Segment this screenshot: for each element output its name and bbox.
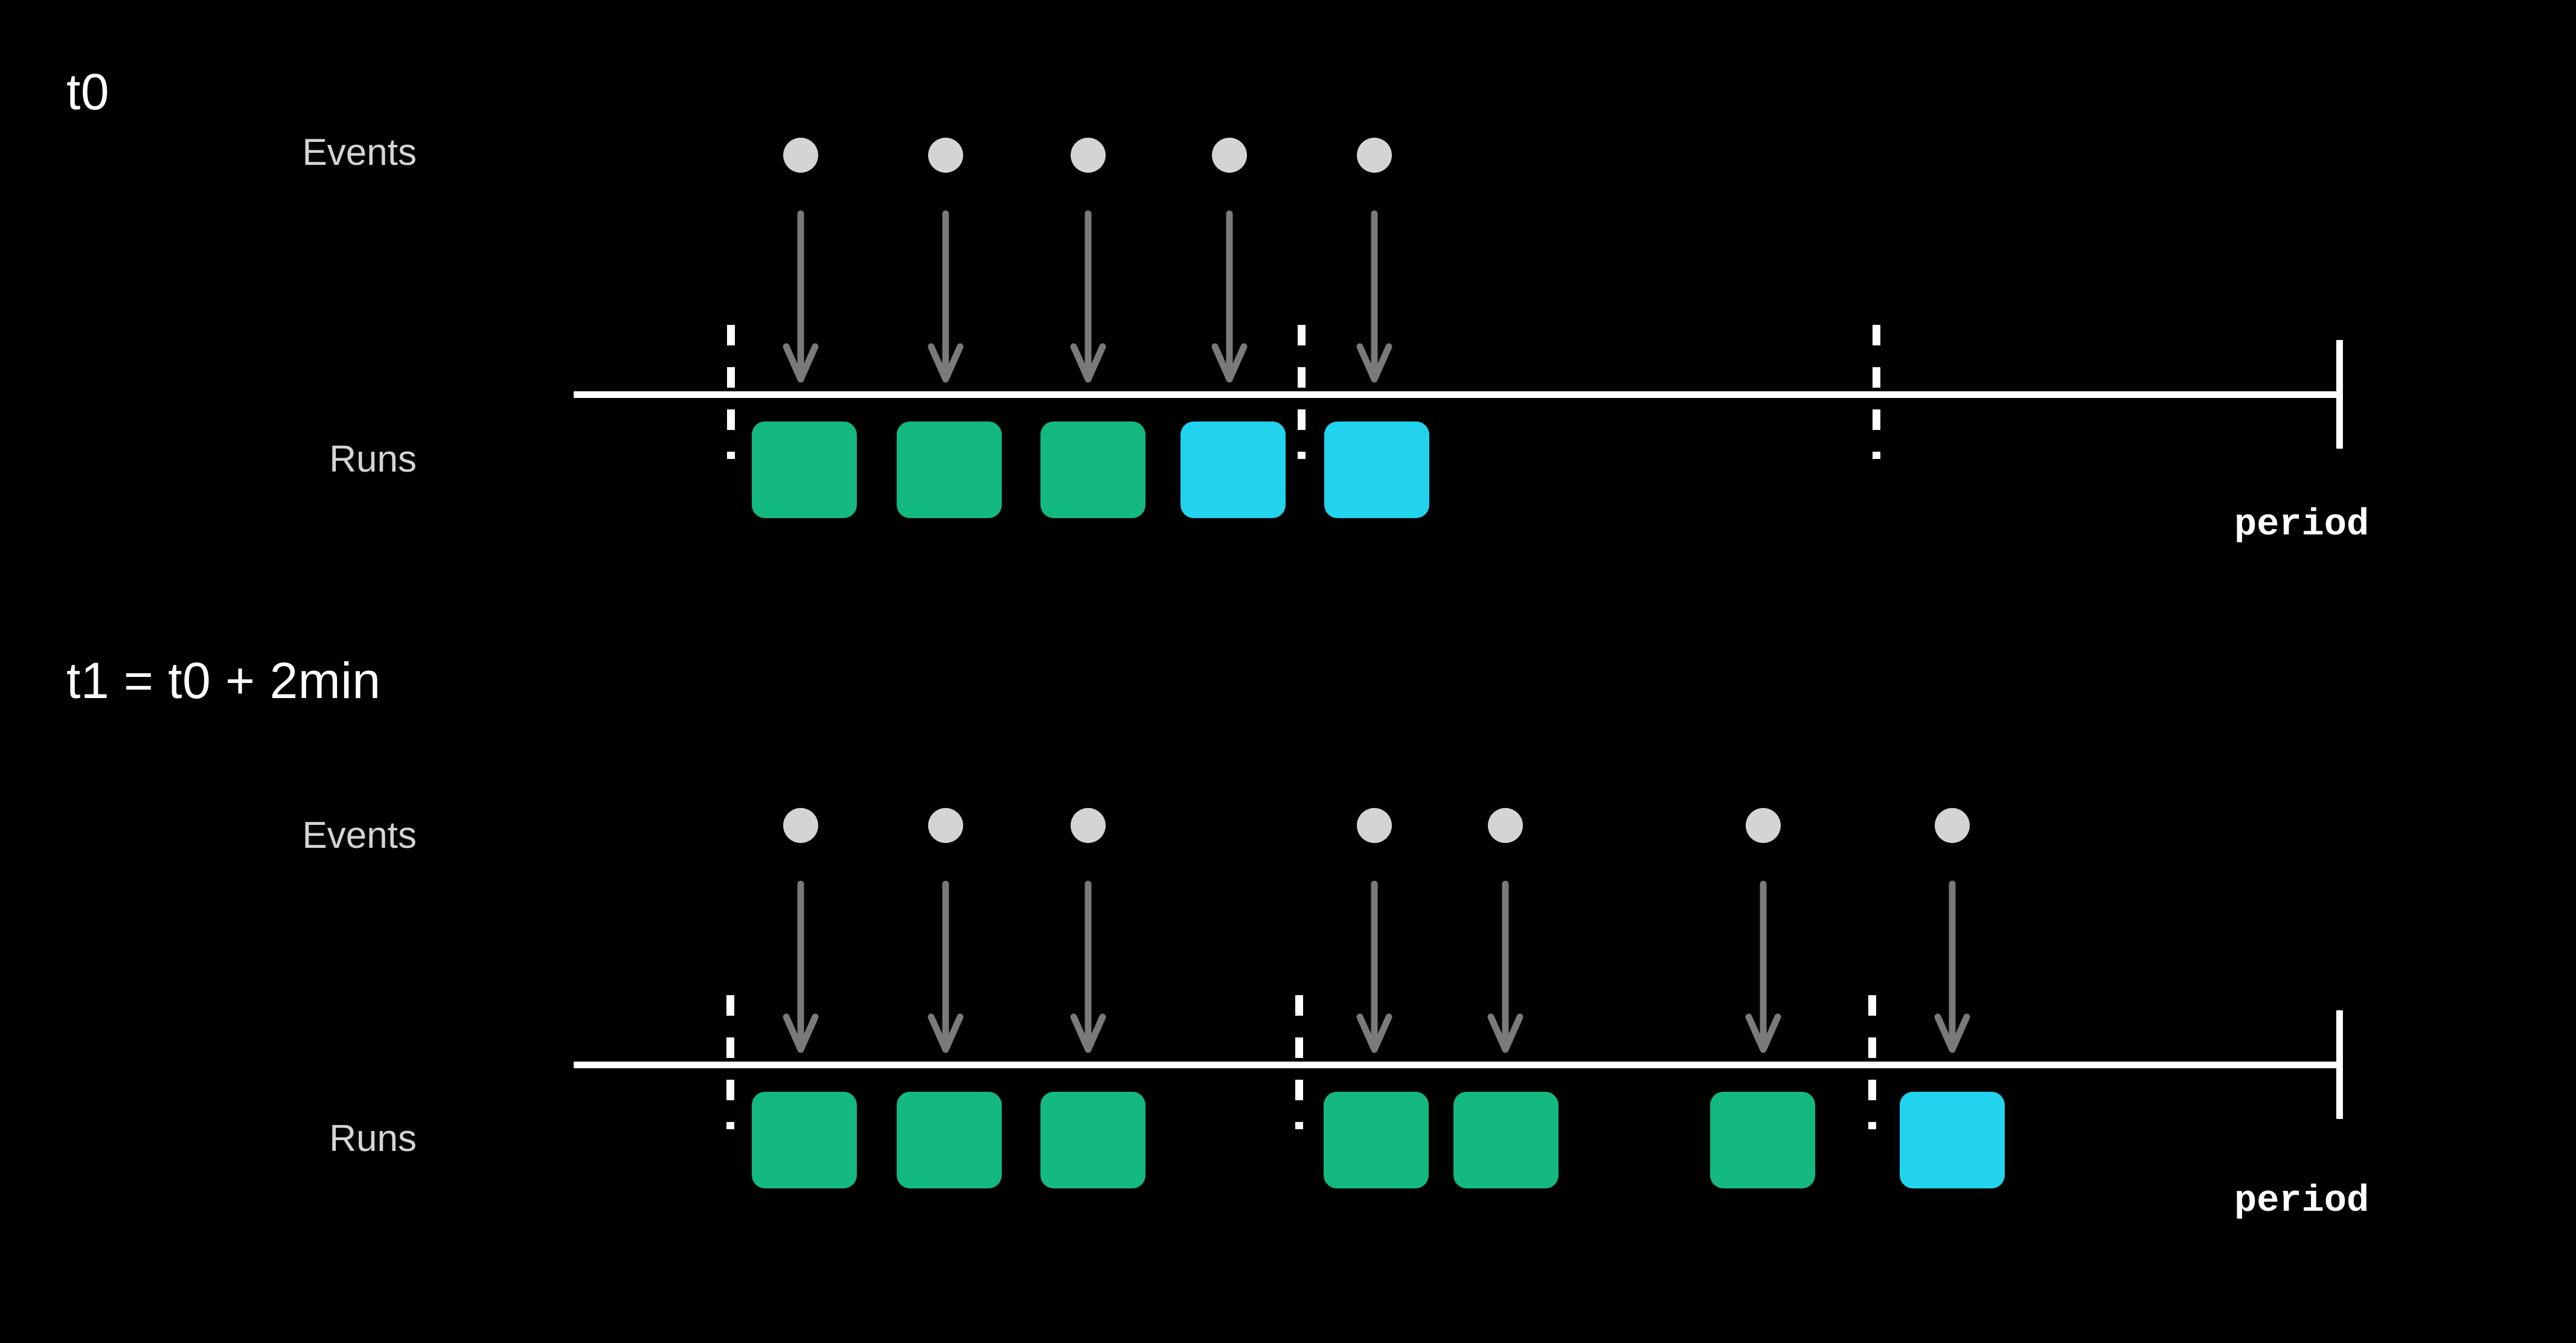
period-boundary-t1-1 <box>1295 995 1303 1129</box>
run-block-t0-1[interactable] <box>752 421 857 518</box>
event-arrow-t1-4 <box>1356 880 1392 1053</box>
event-arrow-t0-5 <box>1356 210 1392 383</box>
events-row-label-t0: Events <box>302 132 417 173</box>
event-arrow-t1-7 <box>1934 880 1970 1053</box>
run-block-t1-1[interactable] <box>752 1092 857 1188</box>
event-dot-t1-2[interactable] <box>928 808 963 843</box>
event-dot-t1-5[interactable] <box>1488 808 1523 843</box>
period-boundary-t1-0 <box>726 995 734 1129</box>
run-block-t1-7[interactable] <box>1900 1092 2005 1188</box>
events-row-label-t1: Events <box>302 815 417 856</box>
run-block-t1-5[interactable] <box>1453 1092 1559 1188</box>
runs-row-label-t1: Runs <box>329 1118 417 1159</box>
event-arrow-t1-5 <box>1487 880 1523 1053</box>
section-title-t1: t1 = t0 + 2min <box>66 652 381 709</box>
timeline-axis-t1 <box>574 1062 2343 1068</box>
run-block-t0-4[interactable] <box>1181 421 1286 518</box>
period-end-marker-t0 <box>2336 340 2343 449</box>
event-dot-t0-4[interactable] <box>1212 138 1247 173</box>
period-boundary-t0-1 <box>1298 325 1306 459</box>
run-block-t1-2[interactable] <box>897 1092 1002 1188</box>
event-arrow-t1-3 <box>1070 880 1106 1053</box>
period-boundary-t1-2 <box>1868 995 1876 1129</box>
run-block-t1-6[interactable] <box>1710 1092 1815 1188</box>
event-dot-t0-3[interactable] <box>1071 138 1106 173</box>
period-boundary-t0-2 <box>1873 325 1880 459</box>
event-dot-t0-2[interactable] <box>928 138 963 173</box>
run-block-t0-5[interactable] <box>1324 421 1429 518</box>
event-dot-t1-1[interactable] <box>783 808 818 843</box>
event-dot-t1-6[interactable] <box>1746 808 1781 843</box>
event-arrow-t0-3 <box>1070 210 1106 383</box>
period-label-t1: period <box>2234 1179 2369 1222</box>
timeline-axis-t0 <box>574 391 2343 398</box>
event-arrow-t0-4 <box>1211 210 1248 383</box>
event-dot-t0-1[interactable] <box>783 138 818 173</box>
section-title-t0: t0 <box>66 63 110 120</box>
period-end-marker-t1 <box>2336 1010 2343 1119</box>
period-boundary-t0-0 <box>727 325 735 459</box>
run-block-t0-3[interactable] <box>1040 421 1145 518</box>
event-dot-t1-7[interactable] <box>1935 808 1970 843</box>
event-dot-t0-5[interactable] <box>1357 138 1392 173</box>
run-block-t1-3[interactable] <box>1040 1092 1145 1188</box>
event-arrow-t1-1 <box>783 880 819 1053</box>
event-dot-t1-3[interactable] <box>1071 808 1106 843</box>
run-block-t0-2[interactable] <box>897 421 1002 518</box>
event-arrow-t0-1 <box>783 210 819 383</box>
event-arrow-t1-6 <box>1745 880 1781 1053</box>
event-arrow-t0-2 <box>928 210 964 383</box>
run-block-t1-4[interactable] <box>1324 1092 1429 1188</box>
event-dot-t1-4[interactable] <box>1357 808 1392 843</box>
event-arrow-t1-2 <box>928 880 964 1053</box>
period-label-t0: period <box>2234 503 2369 546</box>
runs-row-label-t0: Runs <box>329 438 417 480</box>
